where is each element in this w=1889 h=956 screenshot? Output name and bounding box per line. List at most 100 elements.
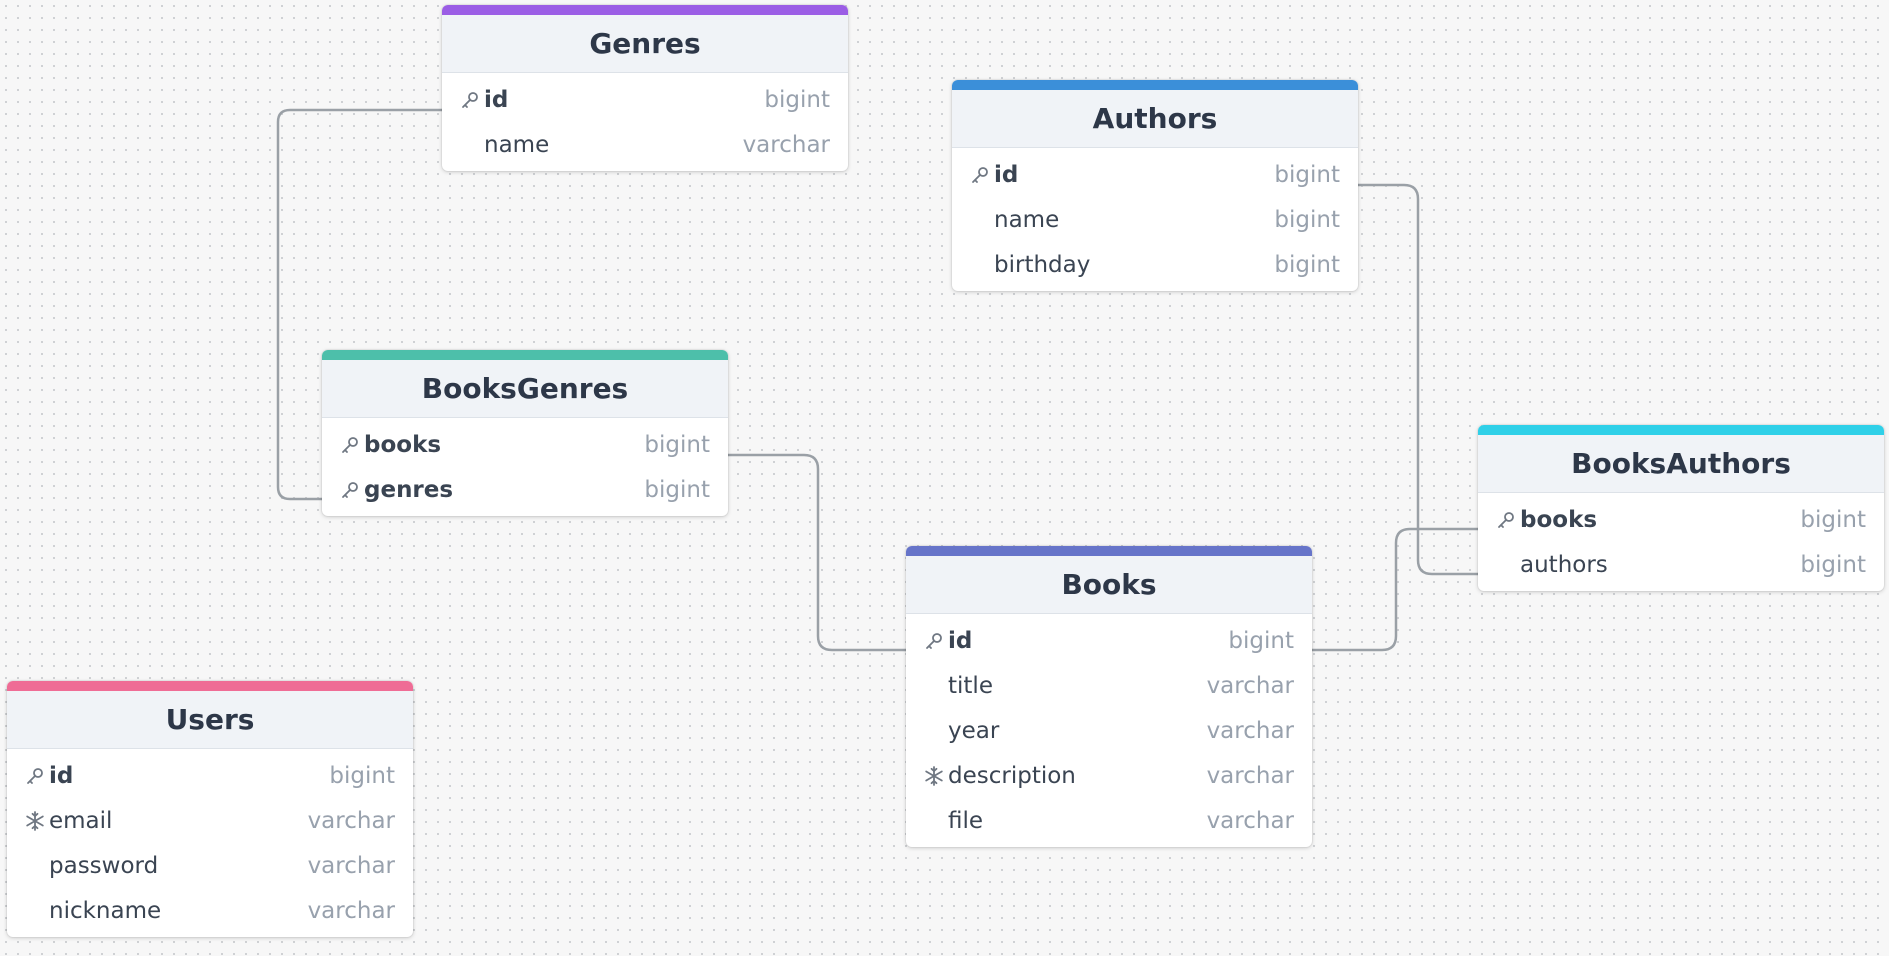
column-row-id[interactable]: id bigint <box>906 618 1312 663</box>
column-row-name[interactable]: name varchar <box>442 122 848 167</box>
column-row-description[interactable]: description varchar <box>906 753 1312 798</box>
column-list: books bigint authors bigint <box>1478 493 1884 591</box>
column-type: bigint <box>644 476 710 503</box>
relation-books-booksauthors[interactable] <box>1312 527 1478 652</box>
key-icon <box>922 629 946 653</box>
icon-slot <box>23 899 47 923</box>
column-type: varchar <box>307 807 395 834</box>
icon-slot <box>922 674 946 698</box>
column-list: id bigint name varchar <box>442 73 848 171</box>
table-header[interactable]: BooksGenres <box>322 350 728 418</box>
column-row-nickname[interactable]: nickname varchar <box>7 888 413 933</box>
unique-icon <box>23 809 47 833</box>
column-name: email <box>49 807 113 834</box>
column-row-title[interactable]: title varchar <box>906 663 1312 708</box>
icon-slot <box>1494 553 1518 577</box>
key-icon <box>23 764 47 788</box>
column-name: id <box>484 86 509 113</box>
column-row-birthday[interactable]: birthday bigint <box>952 242 1358 287</box>
icon-slot <box>968 253 992 277</box>
column-list: id bigint name bigint birthday bigint <box>952 148 1358 291</box>
key-icon <box>338 433 362 457</box>
icon-slot <box>458 133 482 157</box>
column-name: nickname <box>49 897 162 924</box>
column-type: varchar <box>1206 717 1294 744</box>
table-header[interactable]: Books <box>906 546 1312 614</box>
column-row-password[interactable]: password varchar <box>7 843 413 888</box>
column-name: name <box>994 206 1060 233</box>
column-type: bigint <box>1274 161 1340 188</box>
key-icon <box>458 88 482 112</box>
column-name: birthday <box>994 251 1091 278</box>
table-title: Books <box>1061 568 1157 601</box>
column-type: bigint <box>1274 251 1340 278</box>
column-name: year <box>948 717 1000 744</box>
table-header[interactable]: Genres <box>442 5 848 73</box>
column-type: varchar <box>1206 807 1294 834</box>
column-row-genres[interactable]: genres bigint <box>322 467 728 512</box>
column-type: bigint <box>1800 506 1866 533</box>
column-type: varchar <box>307 897 395 924</box>
column-row-id[interactable]: id bigint <box>442 77 848 122</box>
column-row-authors[interactable]: authors bigint <box>1478 542 1884 587</box>
table-title: BooksAuthors <box>1571 447 1791 480</box>
table-title: Users <box>165 703 255 736</box>
relation-genres-booksgenres[interactable] <box>276 108 442 501</box>
icon-slot <box>922 809 946 833</box>
key-icon <box>1494 508 1518 532</box>
table-users[interactable]: Users id bigint email varchar password varcha… <box>7 681 413 937</box>
table-header[interactable]: Users <box>7 681 413 749</box>
column-type: varchar <box>1206 672 1294 699</box>
column-row-books[interactable]: books bigint <box>322 422 728 467</box>
icon-slot <box>922 719 946 743</box>
column-type: bigint <box>1800 551 1866 578</box>
column-name: books <box>364 431 442 458</box>
column-name: books <box>1520 506 1598 533</box>
column-list: books bigint genres bigint <box>322 418 728 516</box>
column-name: id <box>948 627 973 654</box>
column-type: bigint <box>644 431 710 458</box>
table-header[interactable]: Authors <box>952 80 1358 148</box>
table-title: BooksGenres <box>421 372 629 405</box>
column-name: title <box>948 672 993 699</box>
column-name: id <box>994 161 1019 188</box>
icon-slot <box>23 854 47 878</box>
table-booksgenres[interactable]: BooksGenres books bigint genres bigint <box>322 350 728 516</box>
relation-authors-booksauthors[interactable] <box>1358 183 1478 576</box>
column-type: bigint <box>1274 206 1340 233</box>
column-type: varchar <box>1206 762 1294 789</box>
column-row-books[interactable]: books bigint <box>1478 497 1884 542</box>
column-name: description <box>948 762 1076 789</box>
column-row-id[interactable]: id bigint <box>7 753 413 798</box>
icon-slot <box>968 208 992 232</box>
column-row-id[interactable]: id bigint <box>952 152 1358 197</box>
column-row-file[interactable]: file varchar <box>906 798 1312 843</box>
column-type: bigint <box>764 86 830 113</box>
table-title: Authors <box>1092 102 1218 135</box>
column-row-year[interactable]: year varchar <box>906 708 1312 753</box>
key-icon <box>338 478 362 502</box>
relation-booksgenres-books[interactable] <box>728 453 906 652</box>
column-name: file <box>948 807 984 834</box>
column-type: varchar <box>307 852 395 879</box>
table-title: Genres <box>589 27 701 60</box>
column-name: id <box>49 762 74 789</box>
column-row-email[interactable]: email varchar <box>7 798 413 843</box>
table-genres[interactable]: Genres id bigint name varchar <box>442 5 848 171</box>
table-booksauthors[interactable]: BooksAuthors books bigint authors bigint <box>1478 425 1884 591</box>
column-type: bigint <box>329 762 395 789</box>
table-header[interactable]: BooksAuthors <box>1478 425 1884 493</box>
table-authors[interactable]: Authors id bigint name bigint birthday bigint <box>952 80 1358 291</box>
column-name: password <box>49 852 159 879</box>
column-name: name <box>484 131 550 158</box>
column-type: bigint <box>1228 627 1294 654</box>
key-icon <box>968 163 992 187</box>
column-name: authors <box>1520 551 1608 578</box>
column-row-name[interactable]: name bigint <box>952 197 1358 242</box>
column-type: varchar <box>742 131 830 158</box>
column-name: genres <box>364 476 454 503</box>
